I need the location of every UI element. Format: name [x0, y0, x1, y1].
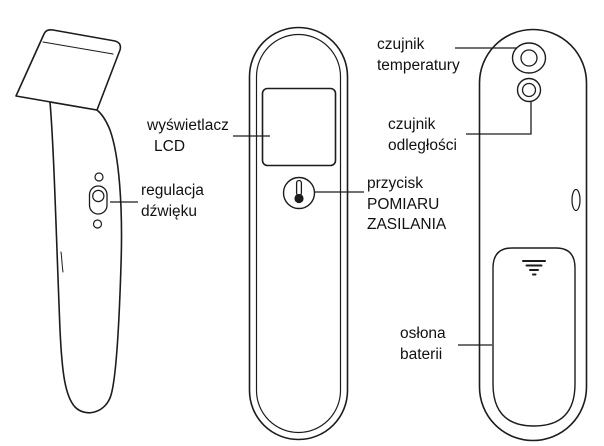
label-line: LCD: [154, 137, 186, 155]
label-line: czujnik: [377, 36, 425, 53]
volume-switch-knob: [92, 189, 105, 203]
battery-cover-grip-icon: [522, 260, 546, 276]
label-line: wyświetlacz: [147, 117, 229, 134]
label-line: odległości: [388, 136, 457, 154]
label-line: baterii: [400, 345, 443, 363]
leader-lines: [110, 47, 532, 346]
label-line: osłona: [400, 325, 446, 342]
volume-dot-bottom: [92, 219, 103, 229]
label-lcd: wyświetlacz LCD: [147, 116, 229, 157]
label-line: POMIARU: [367, 195, 440, 213]
side-view-head: [15, 29, 122, 111]
label-line: przycisk: [367, 175, 423, 192]
label-line: regulacja: [141, 182, 204, 199]
thermometer-back-view: [478, 28, 588, 442]
volume-dot-top: [94, 172, 104, 182]
lcd-display: [261, 87, 337, 167]
label-line: ZASILANIA: [367, 216, 447, 233]
label-line: dźwięku: [141, 202, 197, 220]
distance-sensor-inner: [521, 82, 537, 98]
leader-distance-sensor: [466, 101, 532, 135]
side-view-head-rim-line: [42, 41, 114, 55]
back-view-side-button: [571, 188, 581, 212]
label-line: temperatury: [377, 56, 460, 74]
battery-cover: [492, 247, 576, 427]
side-view-seam-line: [60, 251, 64, 273]
label-volume-control: regulacja dźwięku: [141, 181, 204, 222]
label-line: czujnik: [388, 116, 436, 133]
side-view-body: [49, 101, 123, 414]
label-distance-sensor: czujnik odległości: [388, 115, 457, 156]
label-battery-cover: osłona baterii: [400, 324, 446, 365]
label-power-measure-button: przycisk POMIARU ZASILANIA: [367, 174, 446, 236]
label-temperature-sensor: czujnik temperatury: [377, 35, 460, 76]
thermometer-icon-stem: [295, 179, 303, 197]
thermometer-front-view: [248, 26, 349, 441]
thermometer-side-view: [15, 29, 123, 414]
thermometer-icon-bulb: [294, 193, 304, 204]
temperature-sensor-inner: [520, 49, 538, 67]
